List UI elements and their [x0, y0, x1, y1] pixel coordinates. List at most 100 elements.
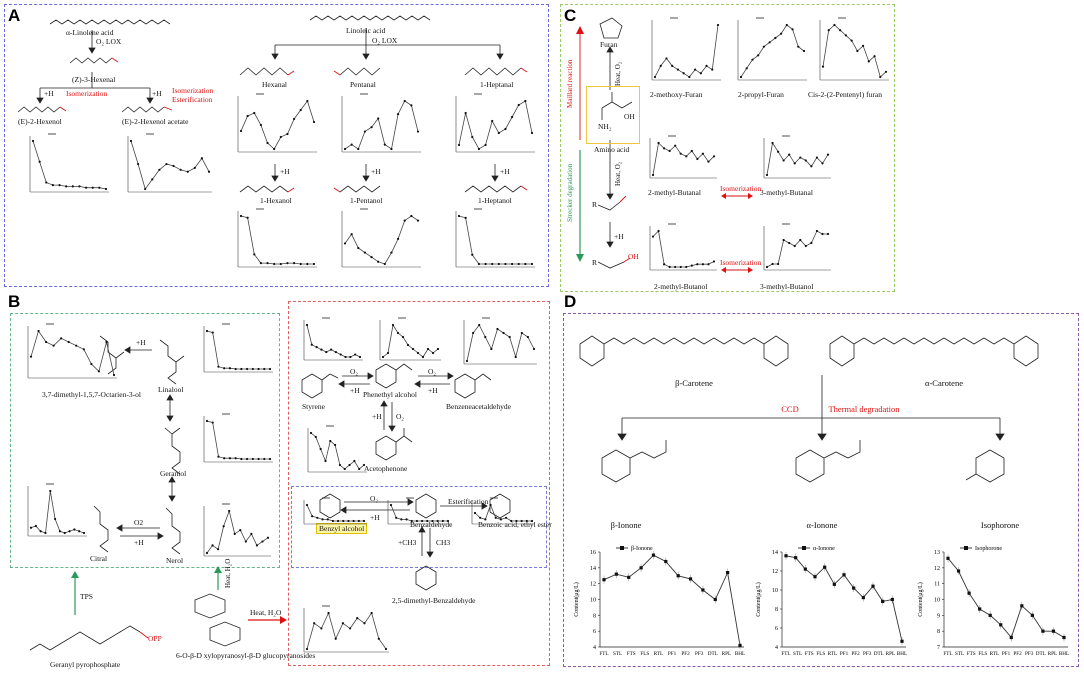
mini-data-point	[396, 112, 400, 116]
mini-data-point	[484, 143, 487, 147]
mini-data-point	[530, 519, 534, 523]
mini-data-point	[246, 216, 249, 219]
mini-data-point	[105, 340, 108, 344]
mini-data-point	[37, 329, 40, 333]
mini-data-point	[38, 160, 41, 163]
data-point	[1030, 613, 1034, 617]
mini-data-point	[49, 489, 52, 493]
heat-label-c2: Heat, O₂	[614, 161, 622, 186]
z3-hexenal-label: (Z)-3-Hexenal	[72, 75, 116, 84]
x-tick-label: PF1	[840, 651, 849, 657]
mini-data-point	[682, 72, 685, 75]
mini-data-point	[245, 457, 249, 461]
mini-series-line	[344, 100, 419, 150]
mini-data-point	[205, 551, 209, 555]
mini-data-point	[657, 229, 660, 233]
data-point	[639, 566, 643, 570]
mini-series-line	[382, 323, 439, 358]
mini-data-point	[97, 370, 101, 373]
legend-marker	[620, 546, 624, 550]
mini-data-point	[431, 519, 434, 523]
mini-data-point	[502, 331, 505, 335]
mini-data-point	[211, 421, 214, 424]
mini-data-point	[510, 262, 514, 266]
mini-data-point	[679, 265, 682, 269]
mini-data-point	[696, 157, 699, 161]
mini-data-point	[329, 348, 333, 351]
mini-data-point	[90, 362, 93, 366]
mini-data-point	[416, 351, 420, 355]
mini-data-point	[223, 457, 226, 460]
mini-data-point	[504, 127, 507, 131]
ccd-label: CCD	[781, 404, 799, 414]
o2-label-ba: O₂	[350, 367, 359, 376]
x-tick-label: FTL	[943, 651, 952, 657]
y-tick-label: 10	[934, 598, 940, 604]
mini-data-point	[431, 351, 435, 355]
data-point	[1041, 629, 1045, 633]
x-tick-label: PF2	[1013, 651, 1022, 657]
mini-data-point	[263, 457, 266, 461]
mini-data-point	[268, 367, 272, 371]
mini-data-point	[685, 155, 688, 158]
mini-series-line	[206, 509, 269, 554]
mini-data-point	[821, 162, 824, 165]
mini-data-point	[526, 335, 530, 339]
x-tick-label: BHL	[1059, 651, 1069, 657]
mini-data-point	[415, 519, 419, 523]
mini-data-point	[484, 262, 487, 266]
mini-data-point	[791, 28, 794, 31]
mini-data-point	[377, 260, 380, 263]
e2-hexenol-label: (E)-2-Hexenol	[18, 117, 62, 126]
linolenic-acid-label: α-Linolene acid	[66, 28, 114, 37]
mini-data-point	[217, 455, 220, 458]
legend-marker	[964, 546, 968, 550]
mini-data-point	[651, 173, 655, 177]
mini-data-point	[129, 139, 133, 143]
mini-data-point	[179, 168, 182, 171]
mini-data-point	[158, 168, 161, 171]
mini-data-point	[342, 519, 345, 523]
mini-data-point	[310, 343, 313, 346]
isophorone-label: Isophorone	[980, 520, 1020, 530]
x-tick-label: DTL	[874, 651, 884, 657]
mini-data-point	[465, 359, 469, 363]
mini-plot-benzoic-ester	[471, 497, 535, 525]
benzyl-alcohol-label: Benzyl alcohol	[316, 523, 368, 534]
x-tick-label: PF3	[695, 651, 704, 657]
mini-data-point	[82, 531, 86, 535]
mini-data-point	[477, 262, 481, 266]
data-point	[900, 639, 904, 643]
mini-data-point	[403, 219, 406, 222]
mini-data-point	[701, 152, 705, 155]
mini-plot-methylbutanol3	[763, 223, 831, 271]
mini-data-point	[363, 251, 367, 254]
mini-data-point	[325, 350, 328, 354]
mini-plot-hexanol	[237, 208, 317, 268]
heat-h2o-label-1: Heat, H₂O	[250, 608, 282, 617]
mini-data-point	[58, 530, 62, 533]
methylbutanol2-label: 2-methyl-Butanol	[654, 282, 708, 291]
mini-data-point	[436, 519, 439, 523]
mini-data-point	[205, 329, 209, 333]
mini-data-point	[776, 150, 780, 153]
mini-data-point	[510, 115, 514, 119]
mini-data-point	[510, 519, 513, 523]
mini-data-point	[239, 528, 242, 532]
mini-data-point	[662, 147, 666, 150]
mini-data-point	[316, 516, 319, 519]
mini-data-point	[305, 647, 309, 651]
mini-data-point	[273, 262, 276, 266]
data-point	[861, 596, 865, 600]
mini-plot-e2-hexenol-acetate	[127, 133, 212, 193]
h-plus-label-a2: +H	[152, 89, 162, 98]
mini-data-point	[707, 263, 710, 266]
panel-d	[563, 313, 1079, 667]
mini-data-point	[266, 536, 270, 539]
mini-data-point	[833, 23, 836, 27]
mini-data-point	[63, 531, 66, 535]
mini-data-point	[358, 467, 361, 471]
mini-data-point	[357, 246, 360, 250]
mini-series-line	[766, 230, 828, 268]
h-label-c: +H	[614, 232, 624, 241]
